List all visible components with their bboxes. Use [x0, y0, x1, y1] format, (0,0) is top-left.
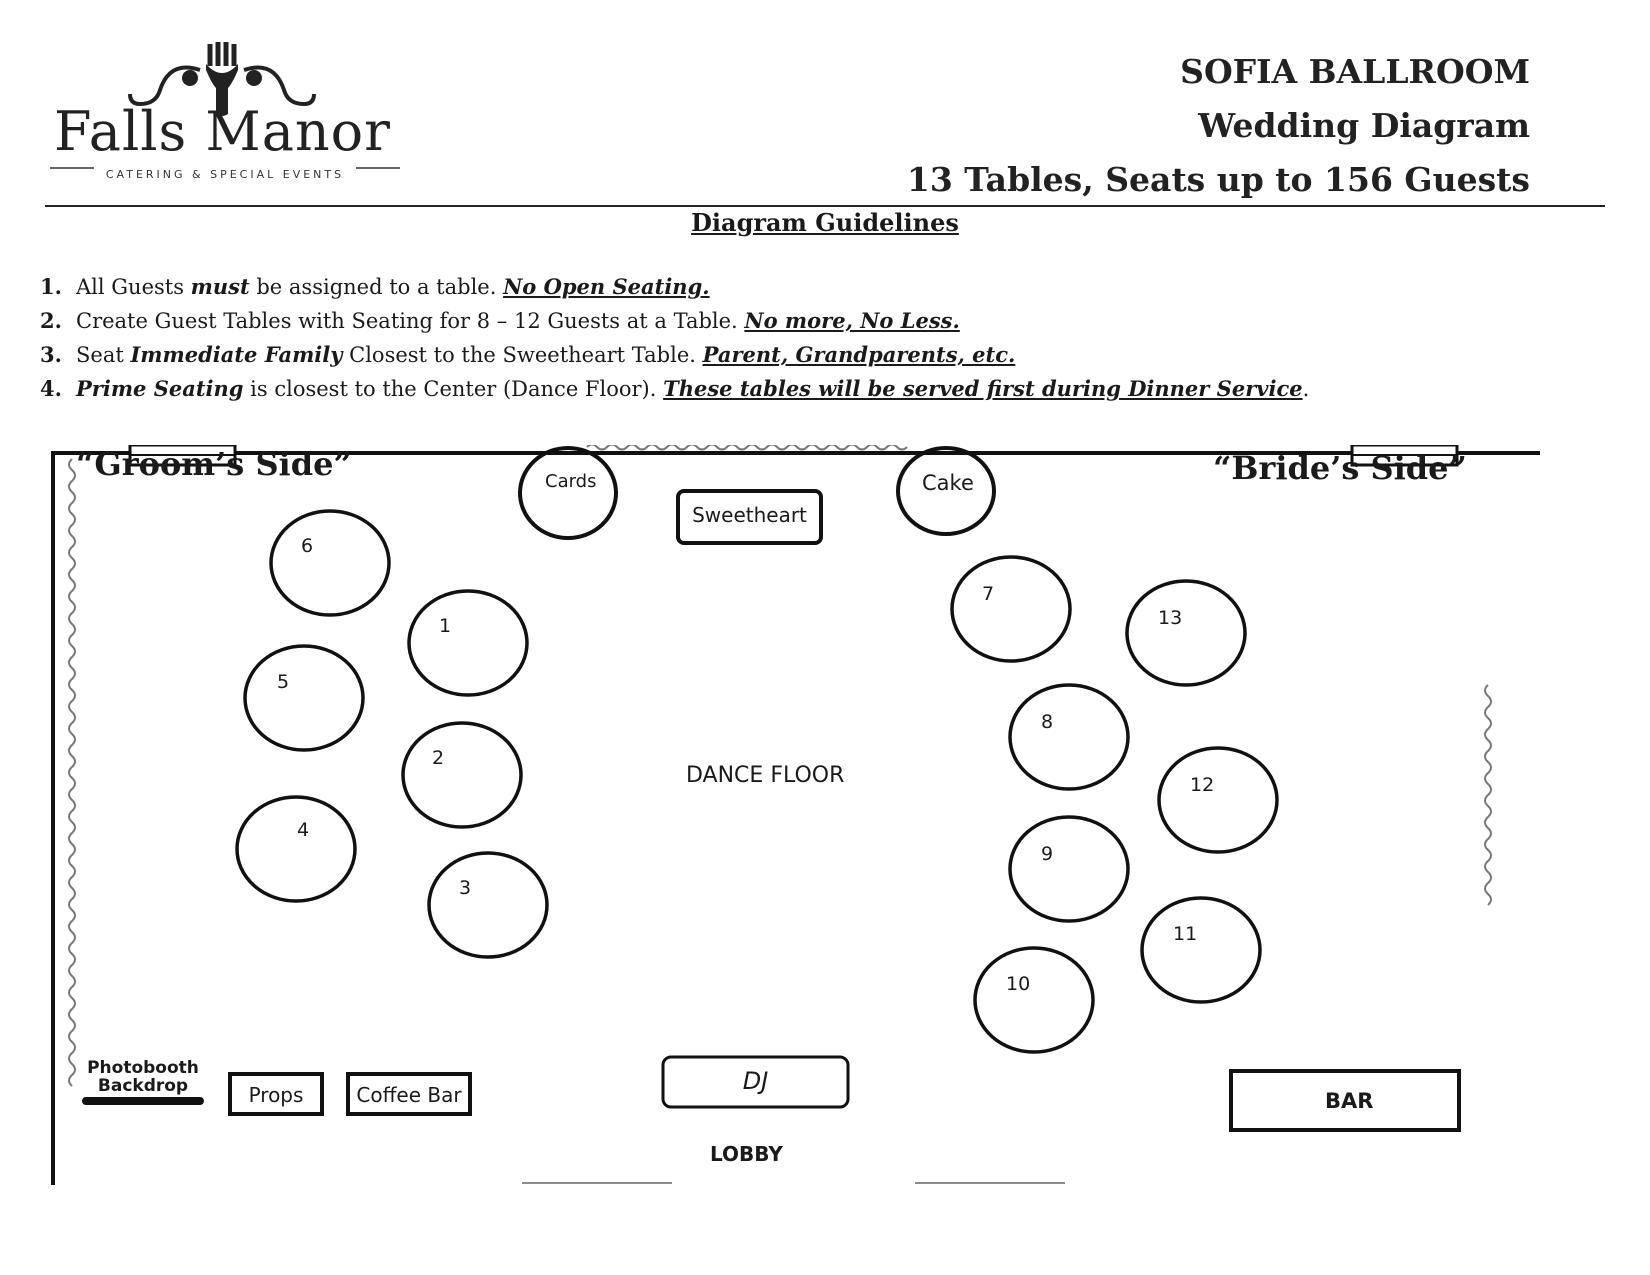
bar-counter: [1229, 1069, 1461, 1132]
table-10: [973, 946, 1095, 1054]
table-7-number: 7: [982, 583, 995, 605]
guidelines-list: 1.All Guests must be assigned to a table…: [40, 270, 1309, 406]
props-label: Props: [248, 1083, 304, 1107]
table-13: [1125, 579, 1247, 687]
table-3: [427, 851, 549, 959]
groom-side-label: “Groom’s Side”: [76, 445, 352, 483]
sweetheart-table: [676, 489, 823, 545]
table-4-number: 4: [297, 819, 310, 841]
logo-name: Falls Manor: [53, 100, 391, 163]
guideline-item: 2.Create Guest Tables with Seating for 8…: [40, 308, 960, 333]
table-12-number: 12: [1190, 774, 1215, 796]
table-5: [243, 644, 365, 752]
table-7: [950, 555, 1072, 663]
page-header: SOFIA BALLROOM Wedding Diagram 13 Tables…: [907, 45, 1530, 207]
guideline-item: 3.Seat Immediate Family Closest to the S…: [40, 342, 1016, 367]
cards-label: Cards: [545, 471, 597, 492]
table-8: [1008, 683, 1130, 791]
dj-booth: [661, 1055, 850, 1109]
lobby-door-left-icon: [522, 1182, 672, 1184]
lobby-door-right-icon: [915, 1182, 1065, 1184]
guideline-item: 1.All Guests must be assigned to a table…: [40, 274, 710, 299]
guidelines-title: Diagram Guidelines: [691, 208, 959, 237]
table-10-number: 10: [1006, 973, 1031, 995]
table-1: [407, 589, 529, 697]
logo-subtitle: CATERING & SPECIAL EVENTS: [105, 168, 345, 181]
table-3-number: 3: [459, 877, 472, 899]
table-13-number: 13: [1158, 607, 1183, 629]
curtain-left: [68, 458, 76, 1087]
fork-ornament-icon: [50, 42, 400, 169]
table-6: [269, 509, 391, 617]
table-11: [1140, 896, 1262, 1004]
table-9: [1008, 815, 1130, 923]
coffee-bar-label: Coffee Bar: [356, 1083, 462, 1107]
table-2-number: 2: [432, 747, 445, 769]
table-6-number: 6: [301, 535, 314, 557]
table-5-number: 5: [277, 671, 290, 693]
props-table: [228, 1072, 324, 1116]
table-1-number: 1: [439, 615, 452, 637]
curtain-top: [586, 445, 908, 451]
cards-table: [518, 446, 618, 540]
capacity-title: 13 Tables, Seats up to 156 Guests: [906, 160, 1530, 199]
curtain-right: [1484, 684, 1492, 906]
table-2: [401, 721, 523, 829]
floor-plan-drawing: [51, 445, 1540, 1185]
room-wall: [51, 451, 1540, 1185]
falls-manor-logo: Falls Manor CATERING & SPECIAL EVENTS: [50, 40, 410, 190]
guideline-item: 4.Prime Seating is closest to the Center…: [40, 376, 1310, 401]
venue-title: SOFIA BALLROOM: [1180, 52, 1530, 91]
table-12: [1157, 746, 1279, 854]
photobooth-label: Photobooth Backdrop: [87, 1058, 199, 1096]
lobby-label: LOBBY: [710, 1142, 783, 1166]
coffee-bar-table: [346, 1072, 472, 1116]
sweetheart-label: Sweetheart: [692, 503, 807, 527]
cake-label: Cake: [922, 471, 974, 495]
ballroom-diagram: “Groom’s Side” “Bride’s Side” 1 2 3 4 5 …: [50, 445, 1540, 1185]
diagram-title: Wedding Diagram: [1198, 106, 1530, 145]
bride-side-label: “Bride’s Side”: [1213, 449, 1467, 487]
cake-table: [896, 446, 996, 536]
bar-label: BAR: [1325, 1089, 1374, 1113]
table-9-number: 9: [1041, 843, 1054, 865]
table-4: [235, 795, 357, 903]
dj-label: DJ: [742, 1067, 769, 1095]
dance-floor-label: DANCE FLOOR: [686, 763, 845, 788]
table-11-number: 11: [1173, 923, 1198, 945]
table-8-number: 8: [1041, 711, 1054, 733]
header-divider: [45, 205, 1605, 207]
